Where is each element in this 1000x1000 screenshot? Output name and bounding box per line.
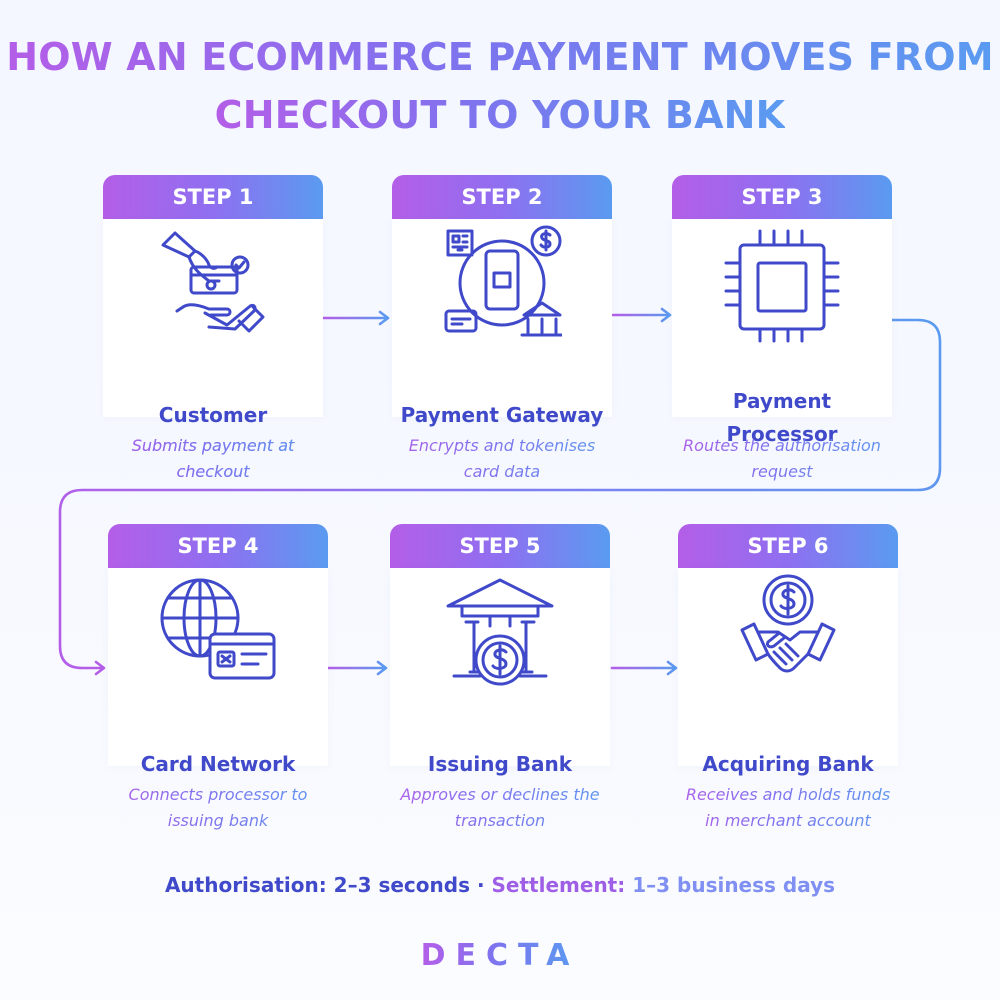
hand-card-icon [161, 231, 265, 333]
step-description: Receives and holds funds in merchant acc… [668, 782, 908, 834]
timing-note: Authorisation: 2–3 seconds · Settlement:… [0, 870, 1000, 900]
step-label-line-1: Payment [732, 389, 832, 413]
step-badge: STEP 2 [392, 175, 612, 219]
step-card-4: STEP 4 Card Network Connects processor t… [108, 524, 328, 830]
step-badge: STEP 5 [390, 524, 610, 568]
step-label: Payment Gateway [400, 403, 604, 427]
settlement-time: 1–3 business days [625, 873, 836, 897]
bank-dollar-icon [446, 578, 554, 686]
settlement-label: Settlement: [491, 873, 626, 897]
arrow-step5-to-step6 [610, 660, 678, 676]
title-line-1: HOW AN ECOMMERCE PAYMENT MOVES FROM [6, 28, 994, 86]
step-label: Customer [158, 403, 268, 427]
title-line-2: CHECKOUT TO YOUR BANK [215, 86, 786, 144]
brand-logo: DECTA [0, 936, 1000, 976]
step-card-3: STEP 3 Payment Processor Routes the auth… [672, 175, 892, 481]
step-description: Approves or declines the transaction [380, 782, 620, 834]
globe-card-icon [160, 578, 276, 680]
step-badge: STEP 3 [672, 175, 892, 219]
handshake-dollar-icon [740, 574, 836, 673]
step-badge: STEP 4 [108, 524, 328, 568]
step-card-1: STEP 1 Customer Submits payment at check… [103, 175, 323, 481]
payment-gateway-icon [444, 225, 562, 337]
step-card-5: STEP 5 Issuing Bank Approves or declines… [390, 524, 610, 830]
step-card-2: STEP 2 Payment Gateway Encrypts and toke… [392, 175, 612, 481]
step-description: Connects processor to issuing bank [98, 782, 338, 834]
authorisation-time: Authorisation: 2–3 seconds [164, 873, 470, 897]
step-description: Submits payment at checkout [93, 433, 333, 485]
timing-separator: · [470, 873, 492, 897]
step-description: Encrypts and tokenises card data [382, 433, 622, 485]
step-label: Acquiring Bank [702, 752, 874, 776]
page-title: HOW AN ECOMMERCE PAYMENT MOVES FROM CHEC… [0, 28, 1000, 144]
step-label: Card Network [140, 752, 296, 776]
arrow-step4-to-step5 [326, 660, 388, 676]
arrow-step1-to-step2 [321, 310, 390, 326]
step-card-6: STEP 6 Acquiring Bank Receives and holds… [678, 524, 898, 830]
step-description: Routes the authorisation request [662, 433, 902, 485]
step-label-line-2: Processor [672, 418, 892, 451]
step-badge: STEP 6 [678, 524, 898, 568]
arrow-step3-to-step4 [58, 318, 942, 676]
step-badge: STEP 1 [103, 175, 323, 219]
arrow-step2-to-step3 [611, 307, 672, 323]
brand-logo-text: DECTA [420, 938, 580, 973]
step-label: Issuing Bank [427, 752, 573, 776]
processor-chip-icon [724, 229, 840, 343]
